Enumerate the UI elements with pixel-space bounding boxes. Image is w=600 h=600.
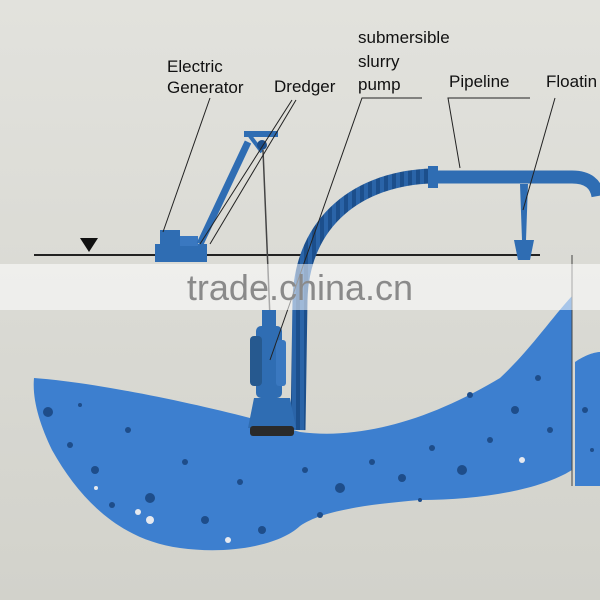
water-bubbles	[94, 457, 525, 543]
slurry-water-body	[33, 296, 572, 551]
pipeline-pipe	[436, 170, 600, 198]
dredger-crane	[155, 131, 278, 319]
watermark-text: trade.china.cn	[187, 267, 413, 308]
label-submersible: submersible	[358, 28, 450, 47]
label-pump: pump	[358, 75, 401, 94]
submersible-slurry-pump	[248, 310, 296, 436]
label-dredger: Dredger	[274, 77, 336, 96]
sediment-dots	[43, 375, 594, 534]
label-floating: Floatin	[546, 72, 597, 91]
slurry-water-right	[575, 352, 600, 486]
label-slurry: slurry	[358, 52, 400, 71]
watermark-band	[0, 264, 600, 310]
label-electric: Electric	[167, 57, 223, 76]
water-level-marker-icon	[80, 238, 98, 252]
label-generator: Generator	[167, 78, 244, 97]
pipe-flange	[428, 166, 438, 188]
label-pipeline: Pipeline	[449, 72, 510, 91]
